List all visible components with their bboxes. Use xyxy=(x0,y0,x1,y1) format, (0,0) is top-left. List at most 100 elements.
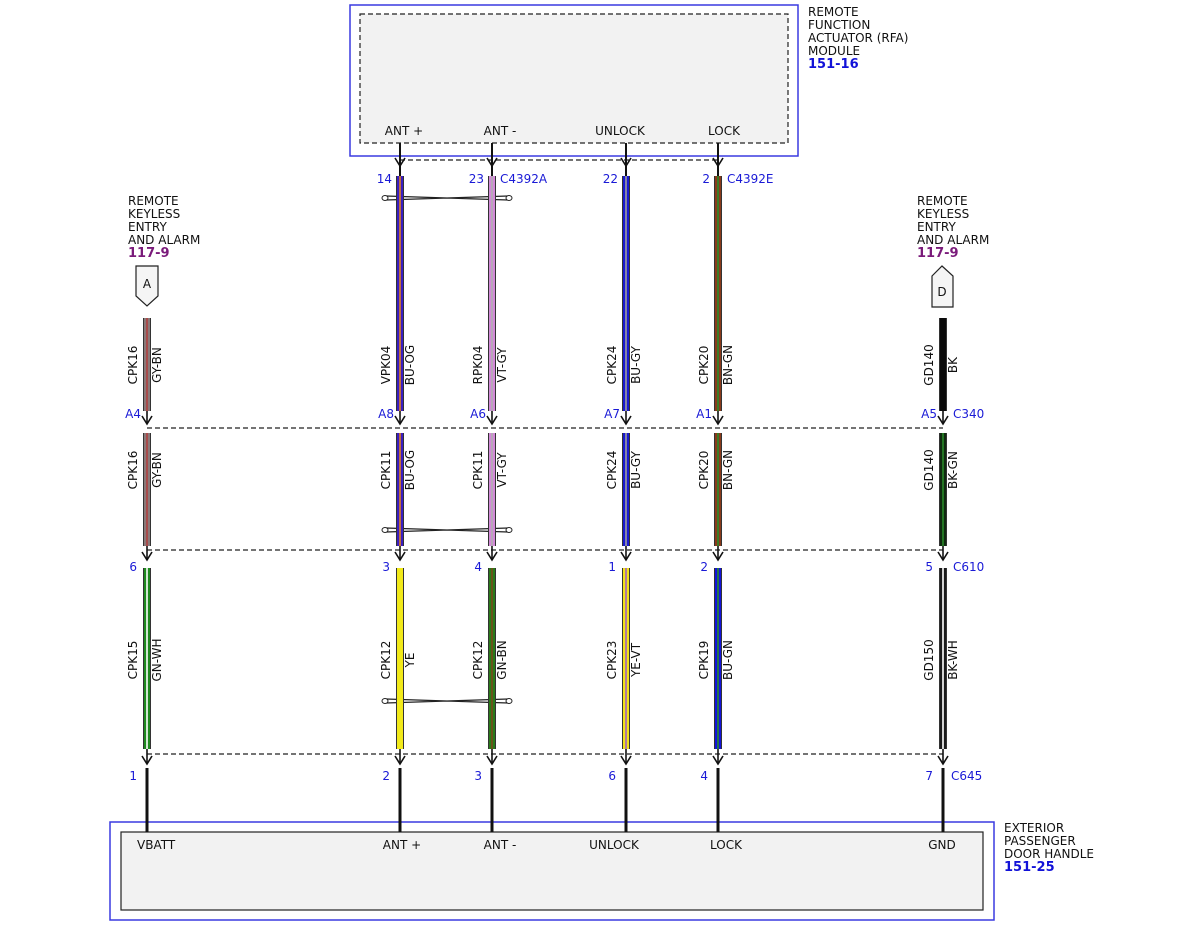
dh-pin-ant-minus: ANT - xyxy=(484,838,517,852)
circuit-label-lock-3: CPK19 xyxy=(697,641,711,680)
color-label-unlock-2: BU-GY xyxy=(629,450,643,488)
conn-arrow-unlock-1 xyxy=(620,551,632,562)
rfa-pin-unlock: UNLOCK xyxy=(595,124,646,138)
rke-left-title-1: REMOTE xyxy=(128,194,179,208)
rke-right: REMOTE KEYLESS ENTRY AND ALARM 117-9 D xyxy=(917,194,989,308)
c340-pin-gnd: A5 xyxy=(921,407,937,421)
c645-pin-lock: 4 xyxy=(700,769,708,783)
wire-stripe-gnd-3 xyxy=(942,568,944,749)
conn-arrow-ant-minus-2 xyxy=(486,755,498,766)
connector-c645: C645 xyxy=(951,769,982,783)
top-pin-unlock: 22 xyxy=(603,172,618,186)
c340-pin-lock: A1 xyxy=(696,407,712,421)
wire-stripe-ant-minus-1 xyxy=(491,176,493,411)
color-label-unlock-3: YE-VT xyxy=(629,642,643,678)
rfa-arrow-ant-minus xyxy=(486,157,498,168)
wire-stripe-vbatt-2 xyxy=(146,433,148,546)
color-label-ant-minus-3: GN-BN xyxy=(495,640,509,679)
color-label-ant-minus-1: VT-GY xyxy=(495,347,509,383)
wire-stripe-lock-2 xyxy=(717,433,719,546)
circuit-label-lock-1: CPK20 xyxy=(697,346,711,385)
color-label-ant-minus-2: VT-GY xyxy=(495,452,509,488)
c340-pin-ant-plus: A8 xyxy=(378,407,394,421)
rke-left-title-2: KEYLESS xyxy=(128,207,180,221)
conn-arrow-lock-2 xyxy=(712,755,724,766)
wire-stripe-lock-3 xyxy=(717,568,719,749)
connector-lines xyxy=(147,159,943,755)
rfa-ref: 151-16 xyxy=(808,57,859,72)
color-label-vbatt-3: GN-WH xyxy=(150,638,164,681)
rke-right-title-2: KEYLESS xyxy=(917,207,969,221)
color-label-ant-plus-3: YE xyxy=(403,653,417,669)
rfa-title-1: REMOTE xyxy=(808,5,859,19)
c645-pin-vbatt: 1 xyxy=(129,769,137,783)
color-label-gnd-2: BK-GN xyxy=(946,451,960,489)
rfa-pin-ant-plus: ANT + xyxy=(385,124,423,138)
circuit-label-unlock-1: CPK24 xyxy=(605,346,619,385)
color-label-lock-2: BN-GN xyxy=(721,450,735,490)
rke-right-title-1: REMOTE xyxy=(917,194,968,208)
rfa-arrow-ant-plus xyxy=(394,157,406,168)
conn-arrow-gnd-1 xyxy=(937,551,949,562)
top-pin-ant-plus: 14 xyxy=(377,172,392,186)
top-pin-lock: 2 xyxy=(702,172,710,186)
circuit-label-gnd-3: GD150 xyxy=(922,639,936,680)
rke-left-title-4: AND ALARM xyxy=(128,233,200,247)
wire-stripe-unlock-3 xyxy=(625,568,627,749)
wire-stripe-ant-minus-2 xyxy=(491,433,493,546)
wire-stripe-unlock-1 xyxy=(625,176,627,411)
color-label-vbatt-2: GY-BN xyxy=(150,452,164,488)
circuit-label-ant-plus-1: VPK04 xyxy=(379,346,393,385)
dh-ref: 151-25 xyxy=(1004,860,1055,875)
rfa-pin-lock: LOCK xyxy=(708,124,741,138)
connector-c4392e: C4392E xyxy=(727,172,774,186)
rke-right-ref: 117-9 xyxy=(917,246,959,261)
circuit-label-ant-plus-3: CPK12 xyxy=(379,641,393,680)
rfa-arrow-lock xyxy=(712,157,724,168)
c610-pin-lock: 2 xyxy=(700,560,708,574)
c645-pin-ant-plus: 2 xyxy=(382,769,390,783)
top-pin-ant-minus: 23 xyxy=(469,172,484,186)
circuit-label-ant-minus-1: RPK04 xyxy=(471,346,485,385)
door-handle-module: VBATT ANT + ANT - UNLOCK LOCK GND EXTERI… xyxy=(109,821,1094,921)
dh-pin-gnd: GND xyxy=(928,838,956,852)
twisted-pair-markers xyxy=(381,195,513,704)
color-label-vbatt-1: GY-BN xyxy=(150,347,164,383)
circuit-label-vbatt-2: CPK16 xyxy=(126,451,140,490)
wire-stripe-unlock-2 xyxy=(625,433,627,546)
c645-pin-ant-minus: 3 xyxy=(474,769,482,783)
wire-stripe-lock-1 xyxy=(717,176,719,411)
circuit-label-vbatt-1: CPK16 xyxy=(126,346,140,385)
dh-pin-ant-plus: ANT + xyxy=(383,838,421,852)
dh-pin-unlock: UNLOCK xyxy=(589,838,640,852)
color-label-gnd-3: BK-WH xyxy=(946,640,960,680)
rke-right-title-4: AND ALARM xyxy=(917,233,989,247)
rke-right-tag-shape xyxy=(931,265,954,308)
wire-stripe-ant-plus-1 xyxy=(399,176,401,411)
rfa-module: ANT + ANT - UNLOCK LOCK REMOTE FUNCTION … xyxy=(349,4,908,157)
conn-arrow-gnd-0 xyxy=(937,415,949,426)
twist-marker-middle xyxy=(381,527,513,533)
rfa-arrow-unlock xyxy=(620,157,632,168)
c610-pin-gnd: 5 xyxy=(925,560,933,574)
color-label-ant-plus-1: BU-OG xyxy=(403,345,417,385)
conn-arrow-ant-minus-0 xyxy=(486,415,498,426)
connector-c340: C340 xyxy=(953,407,984,421)
c340-pin-ant-minus: A6 xyxy=(470,407,486,421)
rke-left-tag-shape xyxy=(135,265,159,307)
color-label-gnd-1: BK xyxy=(946,356,960,373)
connector-c4392a: C4392A xyxy=(500,172,548,186)
rfa-title-2: FUNCTION xyxy=(808,18,870,32)
dh-title-1: EXTERIOR xyxy=(1004,821,1064,835)
wire-stripe-gnd-2 xyxy=(942,433,944,546)
connector-c610: C610 xyxy=(953,560,984,574)
dh-title-2: PASSENGER xyxy=(1004,834,1076,848)
conn-arrow-ant-plus-2 xyxy=(394,755,406,766)
